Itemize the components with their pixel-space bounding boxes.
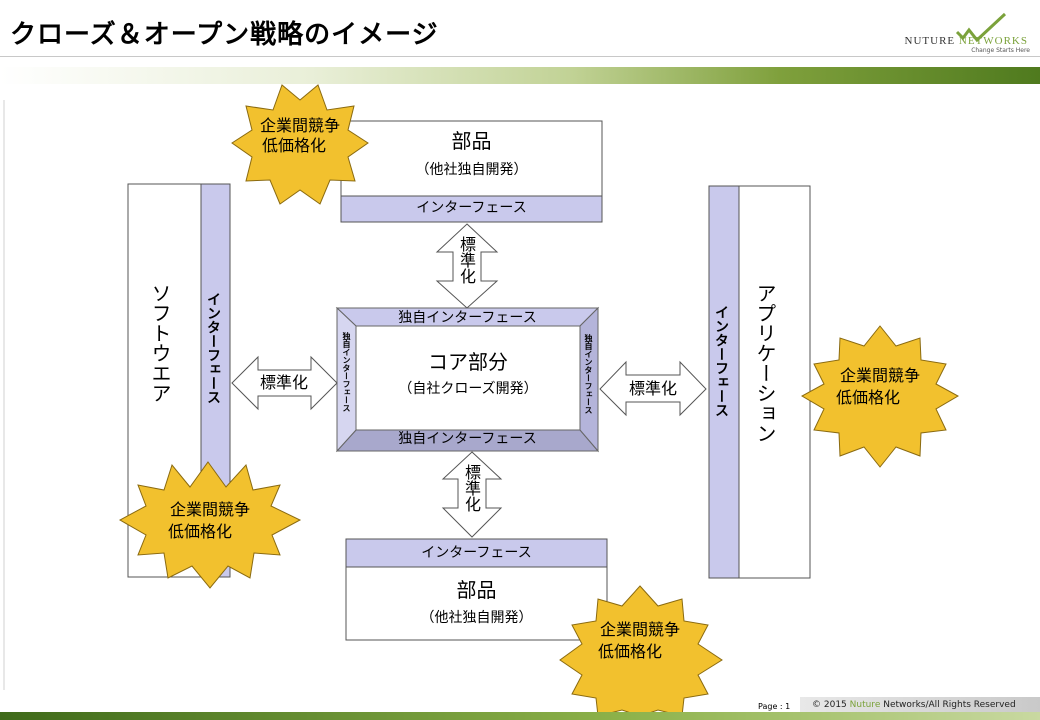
parts-top-title: 部品 (451, 129, 492, 153)
star-4-line1: 企業間競争 (599, 620, 680, 639)
star-3-line2: 低価格化 (168, 522, 233, 541)
software-title: ソフトウエア (148, 283, 172, 403)
parts-bottom-subtitle: （他社独自開発） (420, 610, 533, 626)
star-1-line1: 企業間競争 (259, 116, 340, 135)
header-gradient-band (0, 67, 1040, 84)
core-right-interface-label: 独自インターフェース (584, 334, 593, 414)
copyright-brand: Nuture (849, 700, 881, 710)
arrow-right (599, 360, 707, 417)
page-title: クローズ＆オープン戦略のイメージ (10, 20, 439, 50)
parts-bottom-interface-label: インターフェース (421, 545, 532, 561)
footer-gradient-band (0, 712, 1040, 720)
arrow-left-label: 標準化 (259, 373, 308, 392)
title-divider (0, 56, 1040, 57)
logo-tagline: Change Starts Here (971, 47, 1030, 54)
copyright-text: © 2015 Nuture Networks/All Rights Reserv… (812, 700, 1016, 710)
core-frame (335, 306, 600, 453)
arrow-left (231, 355, 338, 411)
company-logo (905, 10, 1035, 56)
star-burst-3 (118, 461, 302, 589)
parts-top-interface-bar (340, 195, 603, 223)
core-left-interface-label: 独自インターフェース (342, 332, 351, 412)
core-bottom-interface-label: 独自インターフェース (398, 431, 537, 447)
logo-name-b: NETWORKS (958, 35, 1028, 47)
copyright-prefix: © 2015 (812, 700, 850, 710)
core-subtitle: （自社クローズ開発） (398, 381, 538, 397)
parts-top-interface-label: インターフェース (416, 200, 527, 216)
star-2-line2: 低価格化 (836, 388, 901, 407)
star-2-line1: 企業間競争 (839, 366, 920, 385)
copyright-suffix: Networks/All Rights Reserved (880, 700, 1016, 710)
parts-top-subtitle: （他社独自開発） (415, 162, 528, 178)
application-interface-label: インターフェース (713, 305, 729, 417)
software-interface-label: インターフェース (205, 292, 221, 404)
star-burst-2 (800, 325, 960, 468)
logo-checkmark-icon (955, 12, 1007, 43)
core-top-interface-label: 独自インターフェース (398, 310, 537, 326)
star-1-line2: 低価格化 (262, 136, 327, 155)
parts-bottom-title: 部品 (456, 578, 497, 602)
application-interface-bar (708, 185, 740, 579)
star-3-line1: 企業間競争 (169, 500, 250, 519)
logo-name-a: NUTURE (904, 35, 956, 47)
logo-wordmark: NUTURE NETWORKS (905, 35, 1028, 47)
parts-bottom-interface-bar (345, 538, 608, 568)
core-title: コア部分 (428, 350, 508, 374)
star-4-line2: 低価格化 (598, 642, 663, 661)
arrow-bottom-label: 標準化 (462, 464, 481, 512)
application-title: アプリケーション (753, 283, 777, 443)
arrow-right-label: 標準化 (628, 379, 677, 398)
arrow-bottom (441, 451, 503, 538)
arrow-top-label: 標準化 (457, 236, 476, 284)
star-burst-1 (231, 84, 369, 205)
page-number: Page : 1 (758, 702, 791, 711)
arrow-top (435, 223, 499, 309)
footer-copyright-box (800, 697, 1040, 714)
